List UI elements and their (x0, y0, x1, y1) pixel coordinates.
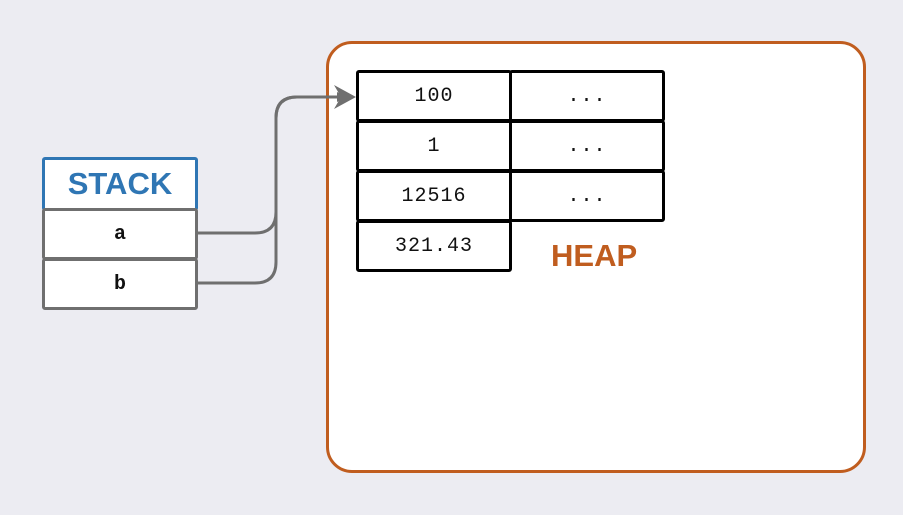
heap-cell-ellipsis-2: ... (509, 170, 665, 222)
heap-cell-ellipsis-0: ... (509, 70, 665, 122)
heap-cell-value-0: 100 (356, 70, 512, 122)
heap-cell-value-3: 321.43 (356, 220, 512, 272)
stack-variable-a: a (42, 208, 198, 260)
stack-variable-b: b (42, 258, 198, 310)
heap-cell-value-2: 12516 (356, 170, 512, 222)
heap-cell-value-1: 1 (356, 120, 512, 172)
heap-title: HEAP (551, 238, 638, 273)
pointer-arrow-b (196, 95, 344, 285)
heap-cell-ellipsis-1: ... (509, 120, 665, 172)
stack-title: STACK (42, 157, 198, 211)
pointer-arrow-a (196, 92, 347, 235)
